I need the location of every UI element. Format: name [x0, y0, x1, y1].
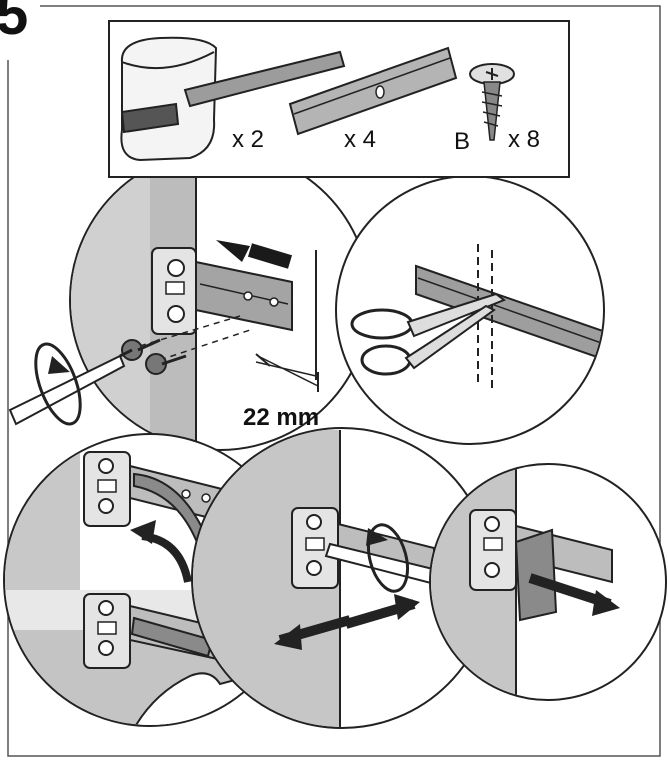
part-1-qty: x 2	[232, 126, 265, 153]
part-3-code: B	[454, 128, 471, 155]
part-2-qty: x 4	[344, 126, 377, 153]
page-border	[7, 5, 661, 757]
parts-box	[108, 20, 570, 178]
measurement-label: 22 mm	[243, 404, 320, 431]
part-3-qty: x 8	[508, 126, 541, 153]
step-number: 5	[0, 0, 29, 47]
